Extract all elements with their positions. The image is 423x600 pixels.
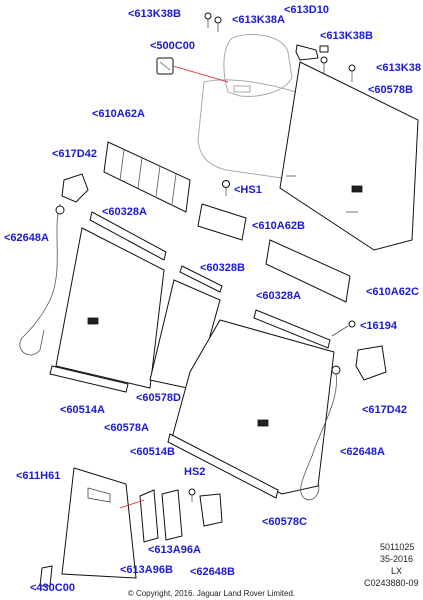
cable-62648a-left-connector: [55, 205, 65, 215]
leader-613a96b: [119, 499, 145, 509]
callout-hs2: HS2: [184, 466, 206, 478]
headrest-guide-slot: [233, 85, 251, 93]
callout-617d42-left: <617D42: [52, 148, 97, 160]
callout-62648a-right: <62648A: [340, 446, 385, 458]
callout-60328a-left: <60328A: [102, 206, 147, 218]
cable-62648a-right-connector: [331, 365, 341, 375]
panel-611h61: [61, 467, 137, 579]
screw-613k38b-right: [320, 56, 328, 74]
panel-60578a: [55, 227, 165, 389]
callout-60578a: <60578A: [104, 422, 149, 434]
handle-430c00: [39, 565, 53, 587]
strip-60514a: [49, 365, 129, 393]
pin-16194: [331, 320, 356, 337]
callout-60578c: <60578C: [262, 516, 307, 528]
strip-60328a-right: [253, 309, 331, 349]
callout-613d10: <613D10: [284, 4, 329, 16]
strip-60328a-left: [89, 211, 167, 261]
callout-hs1: <HS1: [234, 184, 262, 196]
strip-60328b: [179, 265, 223, 293]
screw-613k38b-top: [204, 12, 212, 28]
strip-60514b: [167, 433, 279, 499]
callout-613a96b: <613A96B: [120, 564, 173, 576]
panel-60578c-mark: [257, 419, 269, 427]
frame-610a62a-ribs: [119, 149, 177, 205]
cable-62648a-right: [300, 373, 337, 501]
callout-617d42-right: <617D42: [362, 404, 407, 416]
screw-613k38-right: [348, 64, 356, 82]
ref-date: 35-2016: [380, 554, 414, 564]
callout-613k38b-right: <613K38B: [320, 30, 373, 42]
panel-60578b: [279, 61, 419, 251]
escutcheon-500c00: [156, 57, 229, 83]
panel-60578a-mark: [87, 317, 99, 325]
frame-610a62a: [103, 141, 191, 213]
screw-613k38a-top: [214, 16, 222, 32]
ref-model: LX: [391, 566, 403, 576]
callout-60578b-top: <60578B: [368, 84, 413, 96]
copyright-footer: © Copyright, 2016. Jaguar Land Rover Lim…: [127, 589, 296, 598]
callout-610a62a: <610A62A: [92, 108, 145, 120]
callout-60578d: <60578D: [136, 392, 181, 404]
cable-62648a-left: [19, 203, 61, 356]
ref-code: C0243880-09: [364, 578, 419, 588]
bracket-613a96a: [161, 489, 183, 541]
bracket-617d42-right: [355, 345, 387, 381]
callout-60328b: <60328B: [200, 262, 245, 274]
panel-60578c: [171, 319, 335, 495]
bracket-617d42-left: [61, 173, 89, 203]
callout-60514b: <60514B: [130, 446, 175, 458]
callout-610a62b: <610A62B: [252, 220, 305, 232]
callout-16194: <16194: [360, 320, 398, 332]
callout-613k38b-top: <613K38B: [128, 8, 181, 20]
callout-613a96a: <613A96A: [148, 544, 201, 556]
screw-hs2: [188, 488, 196, 502]
actuator-62648b: [199, 493, 223, 527]
seat-back-outline: [197, 79, 297, 179]
callout-60514a-left: <60514A: [60, 404, 105, 416]
frame-610a62c: [265, 239, 351, 303]
bracket-613a96b: [139, 489, 159, 543]
screw-hs1: [222, 180, 230, 196]
callout-613k38-right: <613K38: [376, 62, 421, 74]
callout-60328a-right: <60328A: [256, 290, 301, 302]
callout-613k38a-top: <613K38A: [232, 14, 285, 26]
clip-613d10: [295, 44, 329, 61]
ref-number: 5011025: [380, 542, 415, 552]
callout-611h61: <611H61: [16, 470, 61, 482]
frame-610a62b: [197, 203, 247, 241]
callout-610a62c: <610A62C: [366, 286, 419, 298]
panel-60578b-marks: [286, 175, 363, 213]
callout-500c00: <500C00: [150, 40, 195, 52]
callout-430c00: <430C00: [30, 582, 75, 594]
headrest-outline: [223, 34, 293, 97]
callout-62648a-left: <62648A: [4, 232, 49, 244]
panel-611h61-cutout: [87, 487, 111, 503]
callout-62648b: <62648B: [190, 566, 235, 578]
